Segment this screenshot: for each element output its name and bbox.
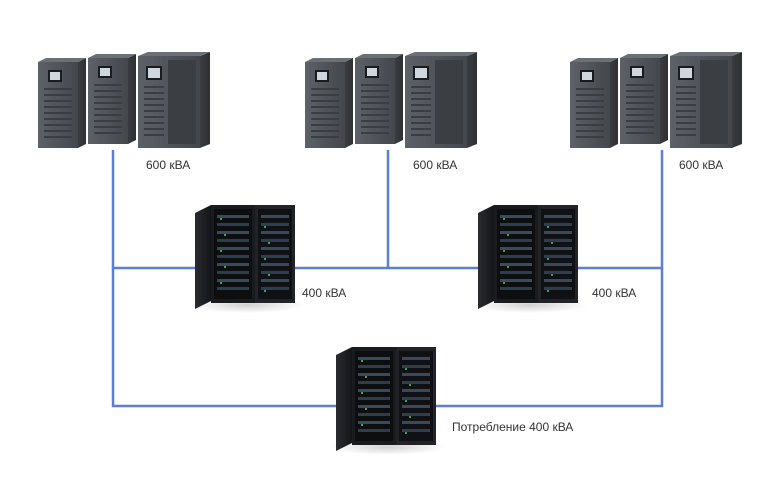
ups-group-1 — [38, 52, 210, 148]
server-rack-1 — [189, 205, 305, 313]
ups-group-3 — [570, 52, 742, 148]
ups-group-2-label: 600 кВА — [413, 158, 458, 172]
server-rack-2 — [472, 205, 588, 313]
server-rack-consumer-label: Потребление 400 кВА — [452, 420, 574, 434]
server-rack-2-label: 400 кВА — [592, 286, 637, 300]
ups-group-1-label: 600 кВА — [146, 158, 191, 172]
ups-group-3-label: 600 кВА — [679, 158, 724, 172]
server-rack-1-label: 400 кВА — [302, 286, 347, 300]
server-rack-consumer — [330, 347, 446, 455]
ups-group-2 — [305, 52, 477, 148]
